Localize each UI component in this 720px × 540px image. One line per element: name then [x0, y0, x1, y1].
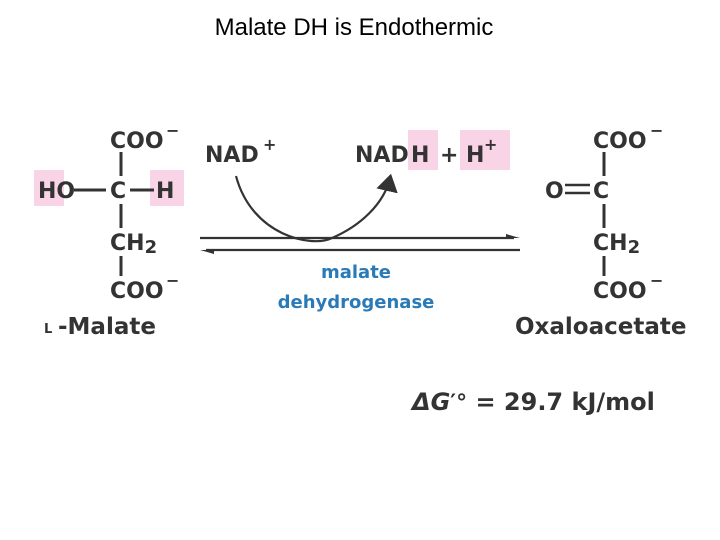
svg-text:CH2: CH2 [593, 231, 640, 258]
nad-charge: + [263, 135, 276, 154]
malate-bottom-coo: COO [110, 279, 164, 304]
malate-ch: CH [110, 231, 145, 256]
delta-g-value: = 29.7 kJ/mol [467, 388, 655, 416]
malate-top-coo: COO [110, 129, 164, 154]
oxaloacetate-structure: COO − O C CH2 COO − Oxaloacetate [515, 121, 686, 340]
nadh-h-highlight [408, 130, 438, 170]
cofactor-curved-arrow [234, 173, 398, 243]
oxaloacetate-central-c: C [593, 179, 609, 204]
proton-highlight [460, 130, 510, 170]
malate-bottom-charge: − [166, 271, 179, 290]
plus-sign: + [440, 143, 458, 168]
delta-g-equation: ΔG′° = 29.7 kJ/mol [410, 388, 655, 416]
proton-h: H [466, 143, 484, 168]
oxaloacetate-top-coo: COO [593, 129, 647, 154]
equilibrium-arrows [200, 234, 520, 254]
delta-g-prime-degree: ′° [450, 391, 467, 416]
oxaloacetate-ch: CH [593, 231, 628, 256]
nadh-h: H [411, 143, 429, 168]
svg-text:CH2: CH2 [110, 231, 157, 258]
svg-text:COO: COO [110, 129, 164, 154]
malate-h: H [156, 179, 174, 204]
ho-highlight [34, 170, 64, 206]
oxaloacetate-top-charge: − [650, 121, 663, 140]
malate-l-prefix: L [44, 322, 52, 337]
oxaloacetate-oxygen: O [545, 179, 564, 204]
l-malate-structure: COO − HO C H CH2 COO − L -Malate [38, 121, 179, 340]
cofactors: NAD + NAD H + H + [205, 135, 497, 168]
delta-g-symbol: ΔG [410, 388, 450, 416]
page-title: Malate DH is Endothermic [214, 14, 494, 41]
nadh-base: NAD [355, 143, 409, 168]
malate-ch-subscript: 2 [145, 237, 158, 258]
oxaloacetate-bottom-coo: COO [593, 279, 647, 304]
oxaloacetate-bottom-charge: − [650, 271, 663, 290]
nad-label: NAD [205, 143, 259, 168]
malate-ho: HO [38, 179, 75, 204]
h-highlight [150, 170, 184, 206]
proton-charge: + [484, 135, 497, 154]
enzyme-label-line1: malate [321, 262, 391, 283]
enzyme-label-line2: dehydrogenase [278, 292, 435, 313]
oxaloacetate-name: Oxaloacetate [515, 314, 686, 340]
malate-name: -Malate [58, 314, 156, 340]
malate-top-charge: − [166, 121, 179, 140]
malate-central-c: C [110, 179, 126, 204]
oxaloacetate-ch-subscript: 2 [628, 237, 641, 258]
